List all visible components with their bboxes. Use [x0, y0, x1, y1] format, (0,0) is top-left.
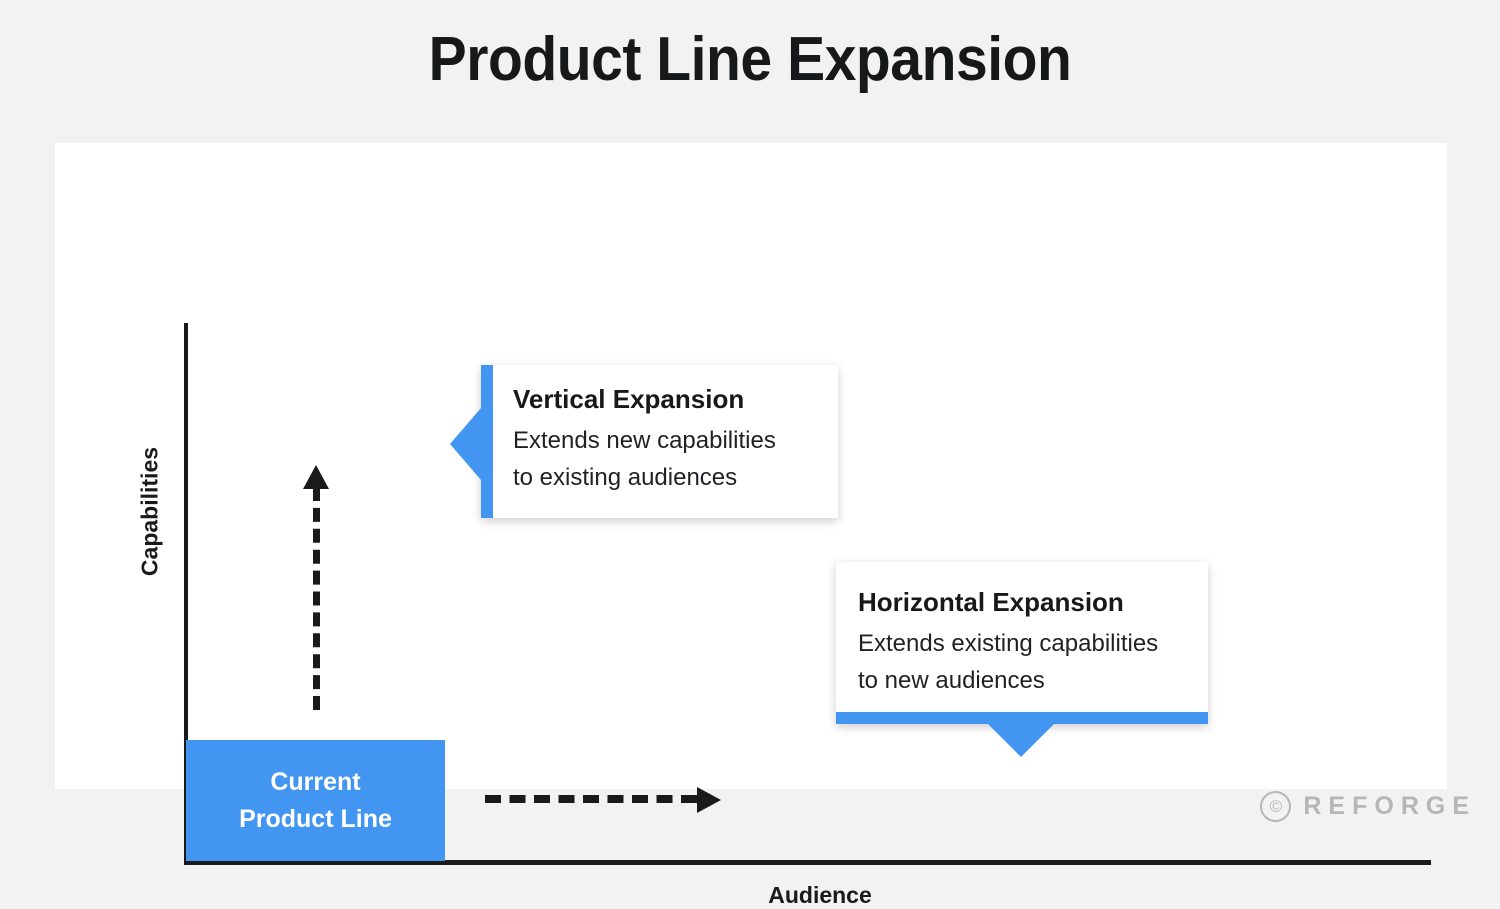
y-axis-line	[184, 323, 188, 864]
brand-name: REFORGE	[1303, 792, 1476, 820]
arrow-shaft-horizontal	[485, 795, 697, 803]
current-product-line-label-line1: Current	[270, 767, 361, 796]
vertical-dashed-arrow-icon	[303, 465, 329, 710]
current-product-line-block: Current Product Line	[186, 740, 445, 861]
callout-horizontal-body-line2: to new audiences	[858, 666, 1045, 694]
callout-accent-bar-bottom	[836, 712, 1208, 724]
callout-vertical-body-line2: to existing audiences	[513, 463, 738, 491]
callout-accent-bar-left	[481, 365, 493, 518]
callout-vertical-title: Vertical Expansion	[513, 384, 745, 414]
callout-horizontal-body-line1: Extends existing capabilities	[858, 629, 1159, 657]
arrow-shaft-vertical	[313, 487, 320, 710]
brand-footer: © REFORGE	[1260, 791, 1476, 822]
page-title: Product Line Expansion	[428, 25, 1072, 94]
callout-pointer-left-icon	[450, 408, 481, 480]
copyright-icon: ©	[1260, 791, 1292, 822]
callout-vertical-body-line1: Extends new capabilities	[513, 426, 776, 454]
horizontal-dashed-arrow-icon	[485, 787, 721, 813]
callout-vertical-expansion: Vertical Expansion Extends new capabilit…	[450, 365, 838, 518]
diagram-card: Capabilities Audience Current Product Li…	[55, 143, 1447, 908]
arrow-head-up-icon	[303, 465, 329, 489]
callout-pointer-down-icon	[988, 724, 1054, 757]
callout-horizontal-expansion: Horizontal Expansion Extends existing ca…	[836, 562, 1208, 757]
current-product-line-label-line2: Product Line	[239, 804, 392, 833]
callout-horizontal-title: Horizontal Expansion	[858, 587, 1124, 617]
arrow-head-right-icon	[697, 787, 721, 813]
y-axis-label: Capabilities	[136, 446, 163, 577]
x-axis-label: Audience	[768, 882, 872, 908]
